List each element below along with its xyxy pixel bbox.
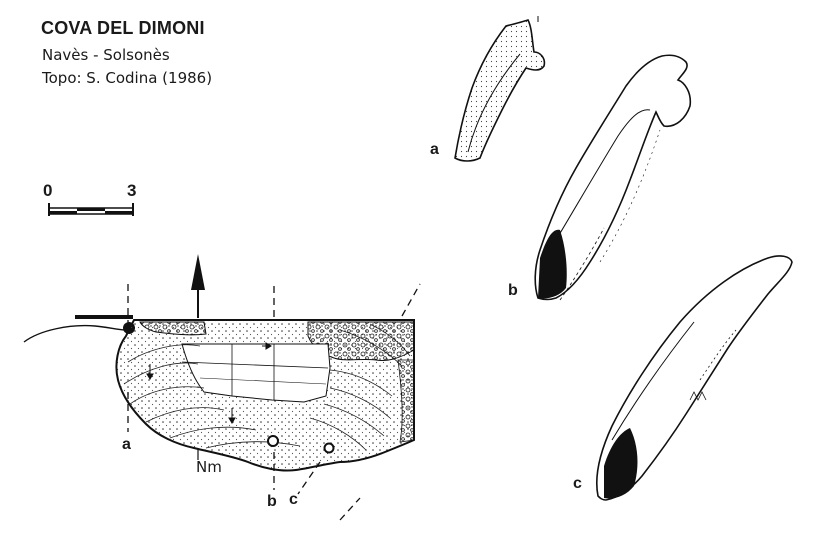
north-arrow xyxy=(191,254,205,318)
survey-credit: Topo: S. Codina (1986) xyxy=(42,69,213,87)
scale-end-label: 3 xyxy=(127,181,137,200)
section-c-profile xyxy=(595,255,793,501)
plan-view xyxy=(23,283,421,521)
section-c-label: c xyxy=(573,475,582,492)
plan-marker-a: a xyxy=(122,436,131,453)
section-a-profile xyxy=(454,16,546,162)
north-label: Nm xyxy=(196,458,222,476)
section-b-label: b xyxy=(508,282,518,299)
section-b-profile xyxy=(534,54,692,301)
scale-start-label: 0 xyxy=(43,181,53,200)
plan-marker-b: b xyxy=(267,493,277,510)
section-a-label: a xyxy=(430,141,439,158)
cave-title: COVA DEL DIMONI xyxy=(41,18,205,38)
plan-marker-c: c xyxy=(289,491,298,508)
scale-bar xyxy=(48,203,134,216)
location-text: Navès - Solsonès xyxy=(42,46,170,64)
